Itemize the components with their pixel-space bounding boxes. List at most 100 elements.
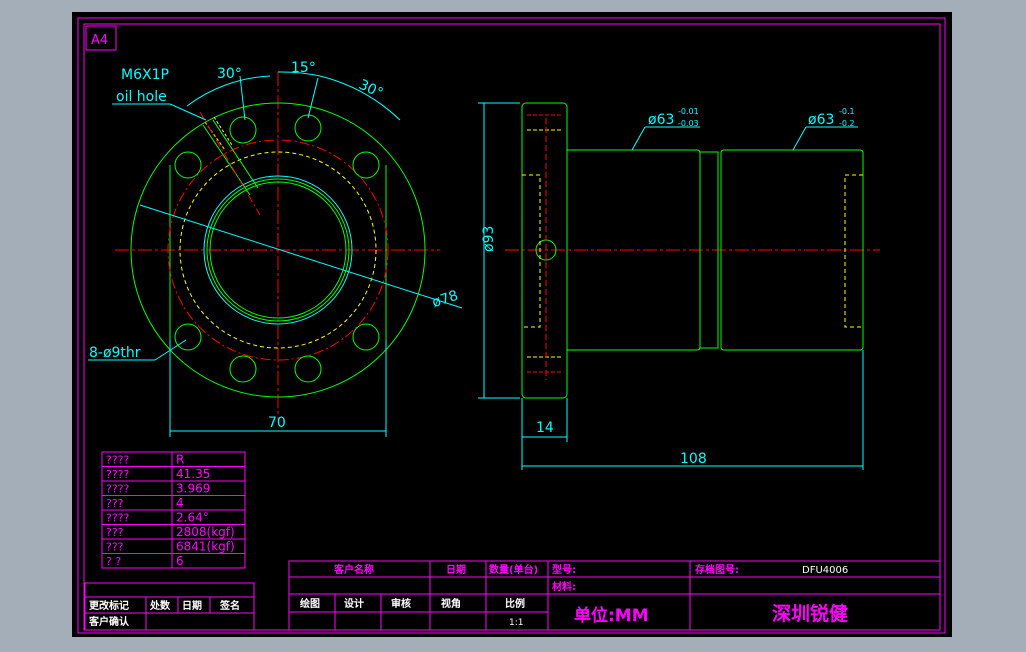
revision-frame — [84, 582, 255, 631]
spec-row-label: ??? — [106, 526, 124, 539]
sheet-size-label: A4 — [91, 33, 108, 48]
review-label: 审核 — [391, 597, 411, 610]
spec-row-label: ??? — [106, 541, 124, 554]
revision-block: 更改标记 处数 日期 签名 客户确认 — [84, 582, 255, 631]
pcd-label: ø78 — [430, 288, 460, 311]
spec-row-label: ???? — [106, 512, 130, 525]
bolt-hole — [294, 355, 322, 383]
revision-count-header: 处数 — [149, 599, 171, 612]
dia-left-lower-tol: -0.03 — [678, 119, 699, 128]
side-flange — [521, 102, 568, 399]
oil-hole-label: oil hole — [116, 89, 167, 105]
title-block: 客户名称 日期 数量(单台) 型号: 材料: 存档图号: DFU4006 绘图 … — [288, 560, 941, 631]
dia-left-label: ø63 — [648, 112, 674, 128]
body-left — [567, 149, 701, 351]
angle-ext-line — [239, 75, 246, 121]
side-view: ø93 ø63 -0.01 -0.03 ø63 -0.1 -0.2 14 108 — [478, 102, 880, 470]
oil-hole-axis — [199, 111, 261, 216]
spec-row-label: ??? — [106, 497, 124, 510]
bolt-holes — [174, 114, 380, 383]
angle-ext-line — [307, 77, 319, 119]
length-label: 108 — [680, 451, 707, 467]
body-right — [720, 149, 864, 351]
dia-left-leader — [631, 126, 646, 151]
dia-right-leader — [792, 126, 807, 151]
customer-confirm-label: 客户确认 — [88, 615, 130, 628]
drawing-no-value: DFU4006 — [802, 565, 848, 576]
spec-row-label: ? ? — [106, 555, 121, 568]
bolt-hole — [229, 116, 257, 144]
drawn-label: 绘图 — [300, 597, 320, 610]
spec-row-value: 3.969 — [176, 482, 210, 496]
hidden-circle — [179, 151, 377, 349]
bore-circle — [209, 181, 347, 319]
angle-label-mid: 15° — [291, 60, 316, 76]
bolt-hole — [174, 323, 202, 351]
title-block-frame — [288, 560, 941, 631]
oil-hole-thread — [213, 116, 233, 146]
front-view: 30° 15° 30° M6X1P oil hole ø78 8-ø9thr 7… — [88, 60, 463, 437]
angle-label-left: 30° — [217, 66, 242, 82]
sheet-outer-border — [77, 17, 946, 634]
flange-dia-label: ø93 — [481, 226, 497, 252]
spec-row-value: 41.35 — [176, 467, 210, 481]
angle-arc-left — [186, 75, 271, 107]
shoulder-circle — [206, 178, 350, 322]
spec-row-value: 6 — [176, 554, 184, 568]
angle-arc-mid — [277, 71, 321, 77]
drawing-no-label: 存档图号: — [695, 563, 739, 576]
shoulder-outline-circle — [203, 175, 353, 325]
oil-hole-wall — [202, 124, 251, 196]
revision-sign-header: 签名 — [219, 599, 240, 612]
material-label: 材料: — [552, 580, 576, 593]
oil-hole — [199, 111, 261, 216]
spec-row-label: ???? — [106, 454, 130, 467]
model-label: 型号: — [552, 563, 576, 576]
quantity-label: 数量(单台) — [489, 563, 538, 576]
date-label: 日期 — [446, 563, 466, 576]
angle-arc-right — [319, 75, 401, 121]
bolt-hole — [352, 151, 380, 179]
spec-row-label: ???? — [106, 468, 130, 481]
bolt-hole — [352, 323, 380, 351]
unit-label: 单位:MM — [574, 605, 649, 626]
spec-row-value: 2.64° — [176, 511, 209, 525]
spec-row-value: 6841(kgf) — [176, 540, 235, 554]
pcd-circle — [167, 139, 389, 361]
thread-leader — [169, 103, 207, 121]
bolt-hole — [294, 114, 322, 142]
scale-value: 1:1 — [509, 618, 523, 628]
thickness-label: 14 — [536, 420, 554, 436]
bolt-hole — [174, 151, 202, 179]
drawing-background — [72, 12, 952, 637]
spec-row-value: 4 — [176, 496, 184, 510]
hidden-bore-left — [522, 174, 541, 328]
holes-label: 8-ø9thr — [89, 345, 141, 361]
oil-hole-wall — [212, 119, 259, 189]
sheet-size-box — [85, 25, 117, 51]
company-name: 深圳锐健 — [772, 602, 848, 625]
dia-right-label: ø63 — [808, 112, 834, 128]
bolt-hole — [229, 355, 257, 383]
spec-row-value: 2808(kgf) — [176, 525, 235, 539]
view-angle-label: 视角 — [441, 597, 461, 610]
hidden-bore-right — [844, 174, 863, 328]
pcd-dimension-line — [139, 204, 463, 309]
flange-outer-circle — [130, 102, 426, 398]
scale-label: 比例 — [505, 597, 525, 610]
spec-row-value: R — [176, 453, 184, 467]
dia-left-upper-tol: -0.01 — [678, 107, 699, 116]
spec-row-label: ???? — [106, 483, 130, 496]
revision-date-header: 日期 — [182, 599, 202, 612]
revision-mark-header: 更改标记 — [89, 599, 129, 612]
thread-label: M6X1P — [121, 67, 169, 83]
customer-name-label: 客户名称 — [333, 563, 374, 576]
design-label: 设计 — [344, 597, 364, 610]
body-groove — [700, 151, 719, 349]
spec-rows: ???? R???? 41.35???? 3.969??? 4???? 2.64°??? 2… — [102, 453, 245, 568]
spec-table: ???? R???? 41.35???? 3.969??? 4???? 2.64°??? 2… — [101, 451, 246, 569]
width-dim-label: 70 — [268, 415, 286, 431]
dia-right-upper-tol: -0.1 — [839, 107, 855, 116]
dia-right-lower-tol: -0.2 — [839, 119, 855, 128]
